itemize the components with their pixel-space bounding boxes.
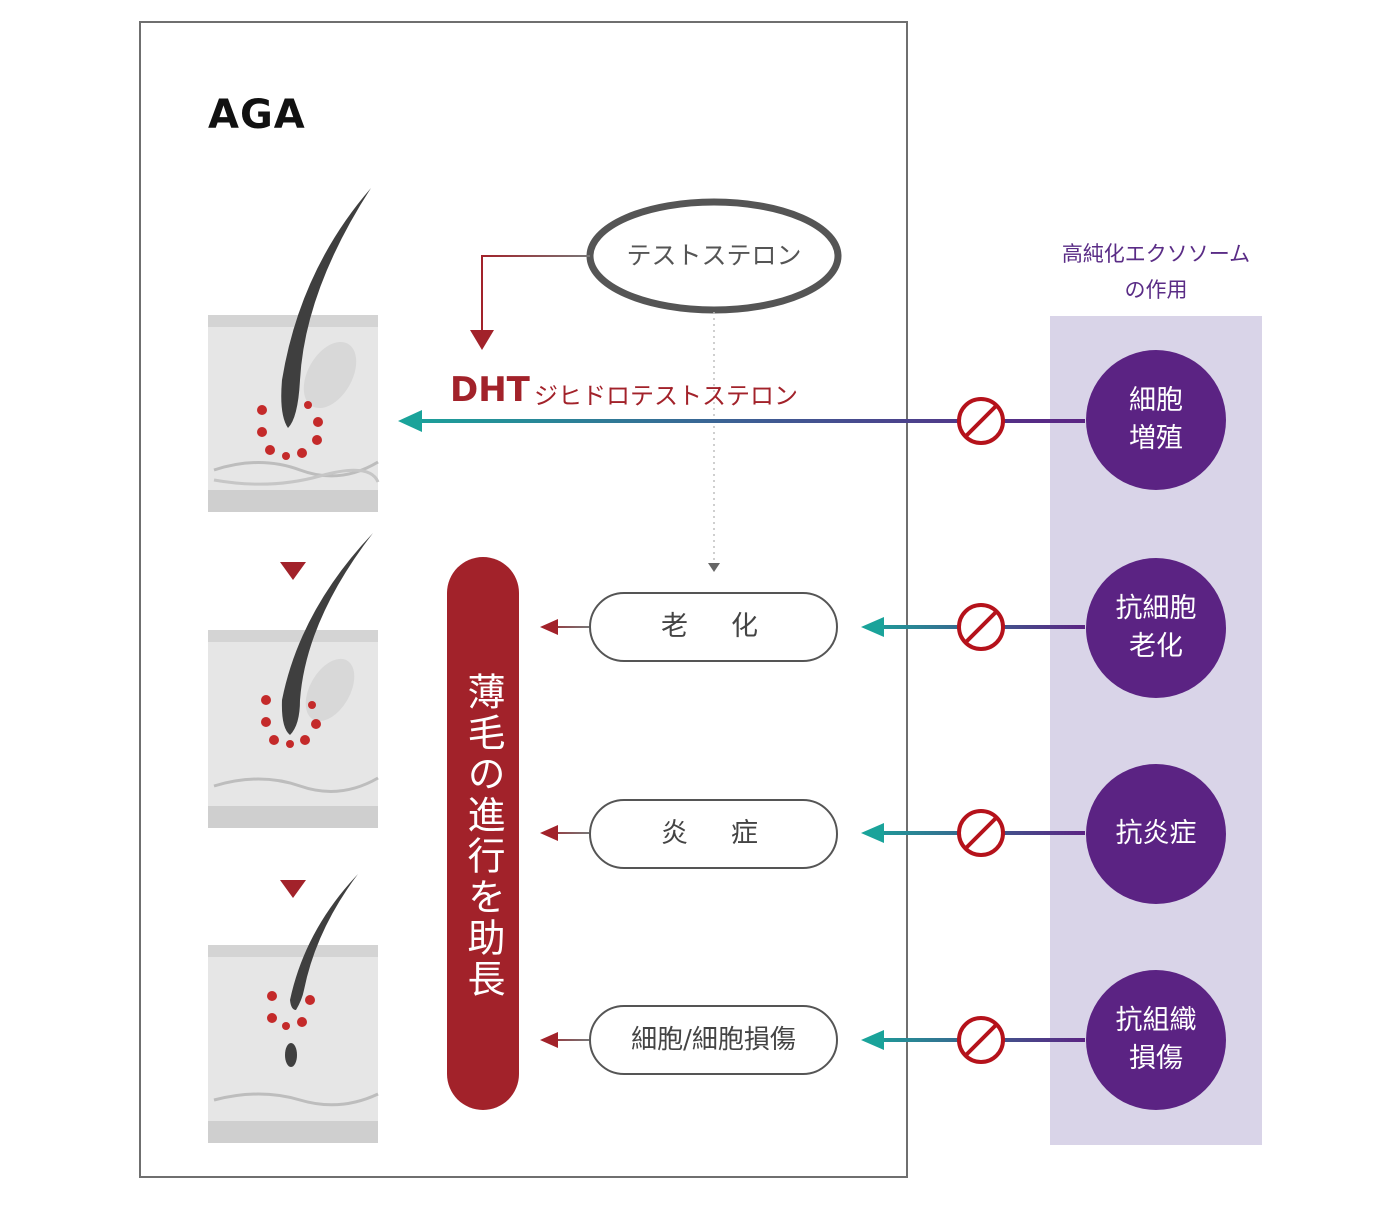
dht-abbreviation: DHT [450,370,530,410]
testosterone-label: テストステロン [626,241,802,270]
progress-arrow-1 [280,562,306,580]
hair-illustration-stage-1 [208,188,380,512]
aga-title: AGA [208,92,306,138]
hair-loss-progression-label: 薄毛の進行を助長 [461,672,505,1000]
exosome-title: 高純化エクソソーム の作用 [1040,236,1272,308]
damage-inhibit-arrowhead [861,1030,884,1050]
exosome-action-anti-tissue-damage: 抗組織 損傷 [1086,970,1226,1110]
prohibit-icon [957,603,1005,651]
exosome-action-cell-proliferation: 細胞 増殖 [1086,350,1226,490]
prohibit-icon [957,1016,1005,1064]
action-line: 増殖 [1129,423,1183,454]
inflammation-to-bar-arrowhead [540,825,558,841]
exosome-title-line1: 高純化エクソソーム [1061,242,1251,266]
inflammation-inhibit-arrowhead [861,823,884,843]
hair-illustration-stage-3 [208,874,379,1143]
aging-pill: 老 化 [589,592,838,662]
action-line: 抗炎症 [1115,818,1197,849]
aging-to-bar-arrowhead [540,619,558,635]
action-line: 抗細胞 [1115,593,1197,624]
dht-full-name: ジヒドロテストステロン [534,382,798,410]
action-line: 細胞 [1129,385,1183,416]
hair-illustration-stage-2 [208,533,379,828]
aga-panel [139,21,908,1178]
testosterone-to-dht-connector [481,255,590,332]
cell-damage-pill: 細胞/細胞損傷 [589,1005,838,1075]
exosome-action-anti-senescence: 抗細胞 老化 [1086,558,1226,698]
dotted-connector-arrowhead [708,563,720,572]
inflammation-pill: 炎 症 [589,799,838,869]
testosterone-to-dht-arrowhead [470,330,494,350]
action-line: 損傷 [1129,1043,1183,1074]
exosome-action-anti-inflammation: 抗炎症 [1086,764,1226,904]
prohibit-icon [957,397,1005,445]
progress-arrow-2 [280,880,306,898]
action-line: 抗組織 [1115,1005,1197,1036]
exosome-title-line2: の作用 [1124,278,1188,302]
aging-inhibit-arrowhead [861,617,884,637]
prohibit-icon [957,809,1005,857]
damage-to-bar-arrowhead [540,1032,558,1048]
hair-loss-progression-bar [447,557,519,1110]
action-line: 老化 [1129,631,1183,662]
dht-inhibit-arrowhead [398,410,422,432]
